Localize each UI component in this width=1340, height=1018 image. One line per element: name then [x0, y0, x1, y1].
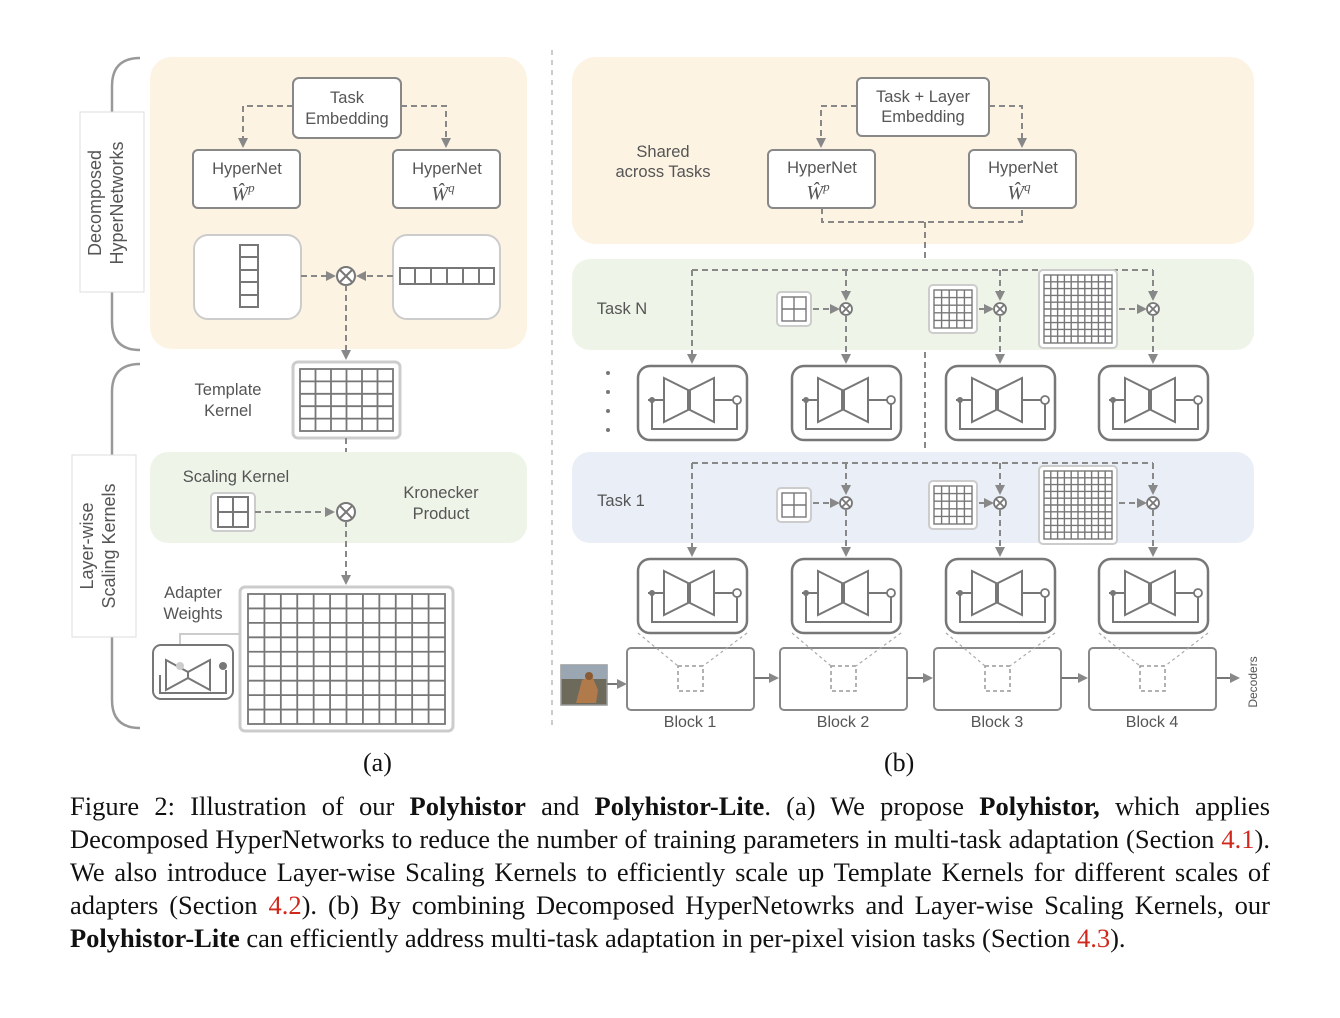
task-adapter-rows: [636, 269, 1210, 635]
adapter-weights-line2: Weights: [163, 605, 222, 623]
section-ref-4-1[interactable]: 4.1: [1221, 824, 1255, 854]
block-label: Block 2: [817, 714, 870, 731]
hypernet-q-box: [392, 149, 501, 209]
kronecker-otimes-icon: [336, 502, 356, 522]
small-adapter-icon: [152, 644, 234, 700]
adapter-weights-line1: Adapter: [164, 584, 222, 602]
block-label: Block 3: [971, 714, 1024, 731]
decoders-label: Decoders: [1246, 656, 1260, 707]
otimes-icon: [839, 302, 853, 316]
task-embedding-line2: Embedding: [305, 110, 388, 128]
template-kernel-line2: Kernel: [204, 402, 252, 420]
scaling-kernel-2: [928, 284, 978, 334]
adapter-icon: [636, 364, 749, 442]
hypernet-q-label: HyperNet: [412, 160, 482, 178]
shared-label-line2: across Tasks: [615, 163, 710, 181]
adapter-icon: [1097, 364, 1210, 442]
otimes-icon: [993, 496, 1007, 510]
b-hypernet-q-box: [968, 149, 1077, 209]
side-label-box-bottom: [71, 454, 137, 638]
template-kernel-line1: Template: [195, 381, 262, 399]
task-layer-embedding-line2: Embedding: [881, 108, 964, 126]
adapter-icon: [1097, 557, 1210, 635]
block-4: Block 4: [1088, 632, 1217, 731]
adapter-icon: [790, 364, 903, 442]
scaling-kernel-label: Scaling Kernel: [183, 468, 289, 486]
adapter-icon: [944, 364, 1057, 442]
ellipsis-dots: [606, 371, 610, 432]
adapter-icon: [636, 557, 749, 635]
scaling-kernel-1: [776, 487, 812, 523]
figure-caption: Figure 2: Illustration of our Polyhistor…: [70, 791, 1271, 953]
scaling-kernel-2: [928, 480, 978, 530]
otimes-icon: [839, 496, 853, 510]
scaling-kernel-icon: [217, 496, 249, 528]
adapter-icon: [944, 557, 1057, 635]
backbone-blocks: Block 1 Block 2 Block 3 Block 4: [626, 632, 1217, 731]
adapter-weights-grid: [247, 593, 446, 725]
kronecker-line2: Product: [413, 505, 470, 523]
task-n-label: Task N: [597, 300, 647, 318]
section-ref-4-3[interactable]: 4.3: [1076, 923, 1111, 953]
otimes-icon: [336, 266, 356, 286]
hypernet-p-label: HyperNet: [212, 160, 282, 178]
section-ref-4-2[interactable]: 4.2: [268, 890, 302, 920]
input-image: [560, 664, 608, 706]
panel-b: Shared across Tasks Task + Layer Embeddi…: [560, 57, 1260, 731]
otimes-icon: [1146, 302, 1160, 316]
task-embedding-box: [292, 77, 402, 139]
scaling-kernel-1: [776, 291, 812, 327]
shared-hypernet-panel: [572, 57, 1254, 244]
adapter-icon: [790, 557, 903, 635]
b-hypernet-q-label: HyperNet: [988, 159, 1058, 177]
task-embedding-line1: Task: [330, 89, 365, 107]
block-3: Block 3: [933, 632, 1062, 731]
hypernet-p-symbol: Ŵp: [231, 180, 255, 205]
b-hypernet-p-label: HyperNet: [787, 159, 857, 177]
block-label: Block 1: [664, 714, 717, 731]
b-hypernet-p-symbol: Ŵp: [806, 179, 830, 204]
block-2: Block 2: [779, 632, 908, 731]
column-vector-icon: [239, 244, 259, 308]
kronecker-line1: Kronecker: [403, 484, 479, 502]
shared-label-line1: Shared: [636, 143, 689, 161]
hypernet-q-symbol: Ŵq: [431, 180, 455, 205]
row-vector-icon: [399, 267, 495, 285]
task-layer-embedding-box: [856, 77, 990, 137]
panel-b-label: (b): [884, 748, 915, 777]
hypernet-p-box: [192, 149, 301, 209]
otimes-icon: [1146, 496, 1160, 510]
side-label-box-top: [79, 111, 145, 293]
task-1-label: Task 1: [597, 492, 645, 510]
block-label: Block 4: [1126, 714, 1179, 731]
panel-a-label: (a): [363, 748, 392, 777]
scaling-kernel-3: [1038, 269, 1118, 349]
template-kernel-grid: [299, 368, 394, 432]
block-1: Block 1: [626, 632, 755, 731]
otimes-icon: [993, 302, 1007, 316]
task-layer-embedding-line1: Task + Layer: [876, 88, 971, 106]
b-hypernet-q-symbol: Ŵq: [1007, 179, 1031, 204]
scaling-kernel-3: [1038, 465, 1118, 545]
